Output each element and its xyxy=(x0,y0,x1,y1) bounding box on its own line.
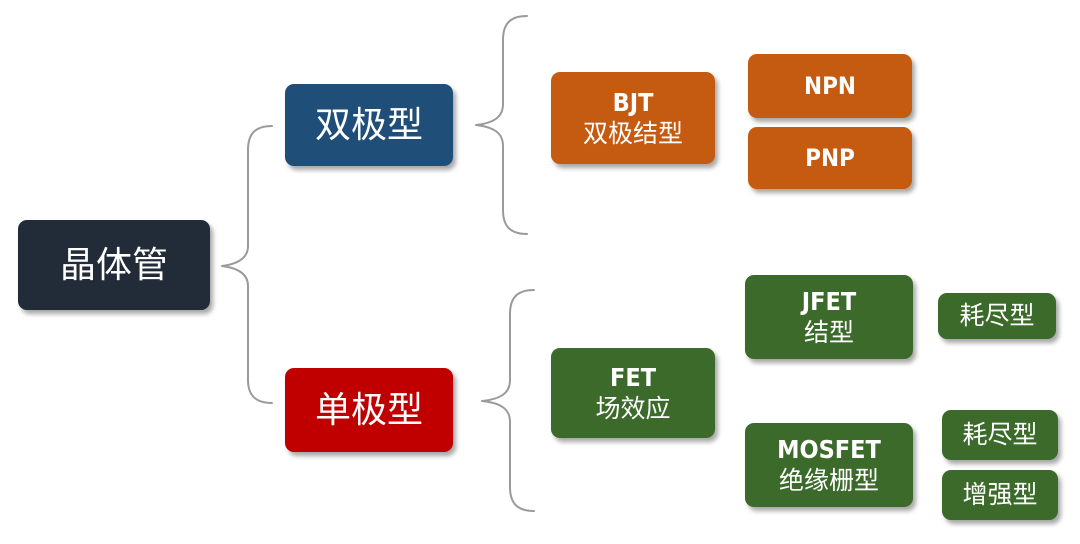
npn-label: NPN xyxy=(804,72,856,100)
pnp-node: PNP xyxy=(748,127,912,189)
bjt-name: 双极结型 xyxy=(582,119,683,148)
fet-node: FET 场效应 xyxy=(551,348,715,438)
mosfet-name: 绝缘栅型 xyxy=(778,466,879,495)
jfet-abbrev: JFET xyxy=(801,286,857,316)
unipolar-node: 单极型 xyxy=(285,368,453,452)
jfet-depletion-node: 耗尽型 xyxy=(938,293,1056,339)
jfet-name: 结型 xyxy=(803,318,854,347)
npn-node: NPN xyxy=(748,54,912,118)
bipolar-node: 双极型 xyxy=(285,84,453,166)
mosfet-abbrev: MOSFET xyxy=(777,434,881,464)
unipolar-label: 单极型 xyxy=(314,389,423,431)
fet-name: 场效应 xyxy=(595,394,671,423)
jfet-depletion-label: 耗尽型 xyxy=(959,301,1035,331)
brace-root xyxy=(221,125,273,404)
bjt-node: BJT 双极结型 xyxy=(551,72,715,164)
brace-unipolar xyxy=(481,289,535,512)
root-label: 晶体管 xyxy=(59,244,168,286)
pnp-label: PNP xyxy=(805,144,855,172)
mosfet-enhancement-node: 增强型 xyxy=(942,470,1058,520)
jfet-node: JFET 结型 xyxy=(745,275,913,359)
root-node: 晶体管 xyxy=(18,220,210,310)
mosfet-depletion-node: 耗尽型 xyxy=(942,410,1058,460)
mosfet-node: MOSFET 绝缘栅型 xyxy=(745,423,913,507)
bipolar-label: 双极型 xyxy=(314,104,423,146)
mosfet-enhancement-label: 增强型 xyxy=(962,480,1038,510)
brace-bipolar xyxy=(475,15,528,235)
fet-abbrev: FET xyxy=(609,362,657,392)
mosfet-depletion-label: 耗尽型 xyxy=(962,420,1038,450)
bjt-abbrev: BJT xyxy=(612,87,654,117)
